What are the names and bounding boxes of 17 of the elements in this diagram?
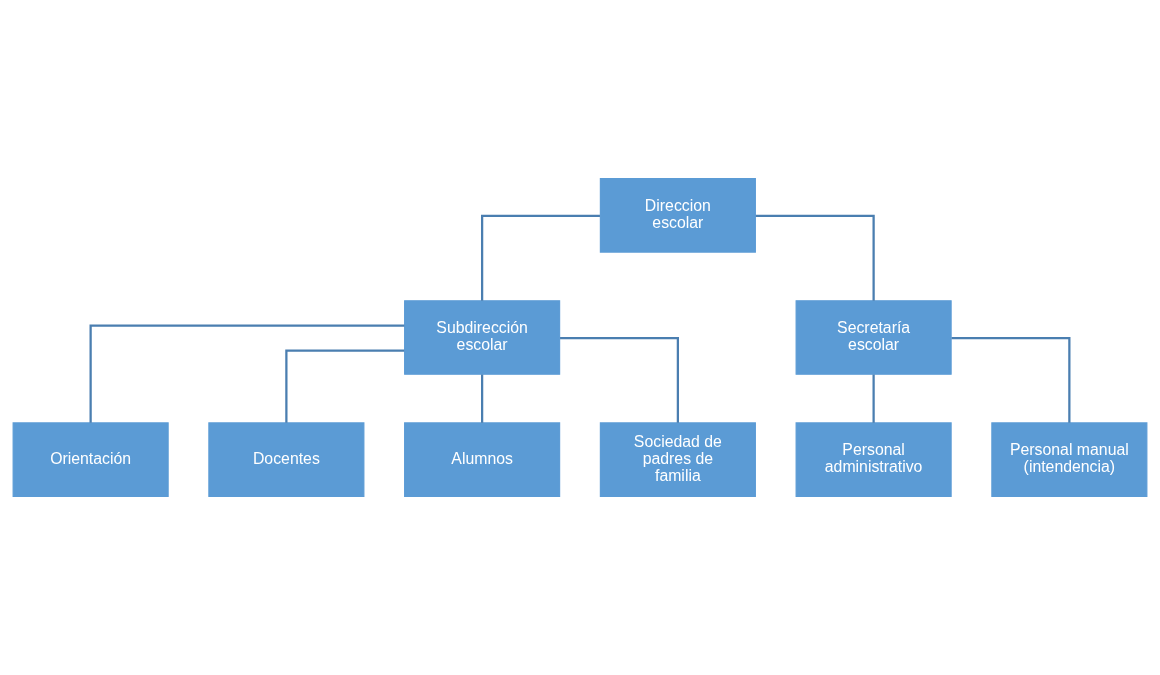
node-box: Direccion escolar xyxy=(599,177,756,253)
node-box: Personal administrativo xyxy=(795,422,952,498)
node-box: Docentes xyxy=(208,422,365,498)
connector xyxy=(951,336,1071,423)
node-box: Orientación xyxy=(12,422,169,498)
node-box: Alumnos xyxy=(404,422,561,498)
connector xyxy=(285,349,405,423)
connector xyxy=(872,374,875,423)
node-box: Subdirección escolar xyxy=(404,300,561,375)
node-box: Personal manual (intendencia) xyxy=(991,422,1148,498)
connector xyxy=(560,336,679,423)
connector xyxy=(481,374,484,423)
node-box: Sociedad de padres de familia xyxy=(599,422,756,498)
connector xyxy=(755,214,875,301)
connector xyxy=(481,214,600,301)
connector xyxy=(89,324,405,423)
node-box: Secretaría escolar xyxy=(795,300,952,375)
